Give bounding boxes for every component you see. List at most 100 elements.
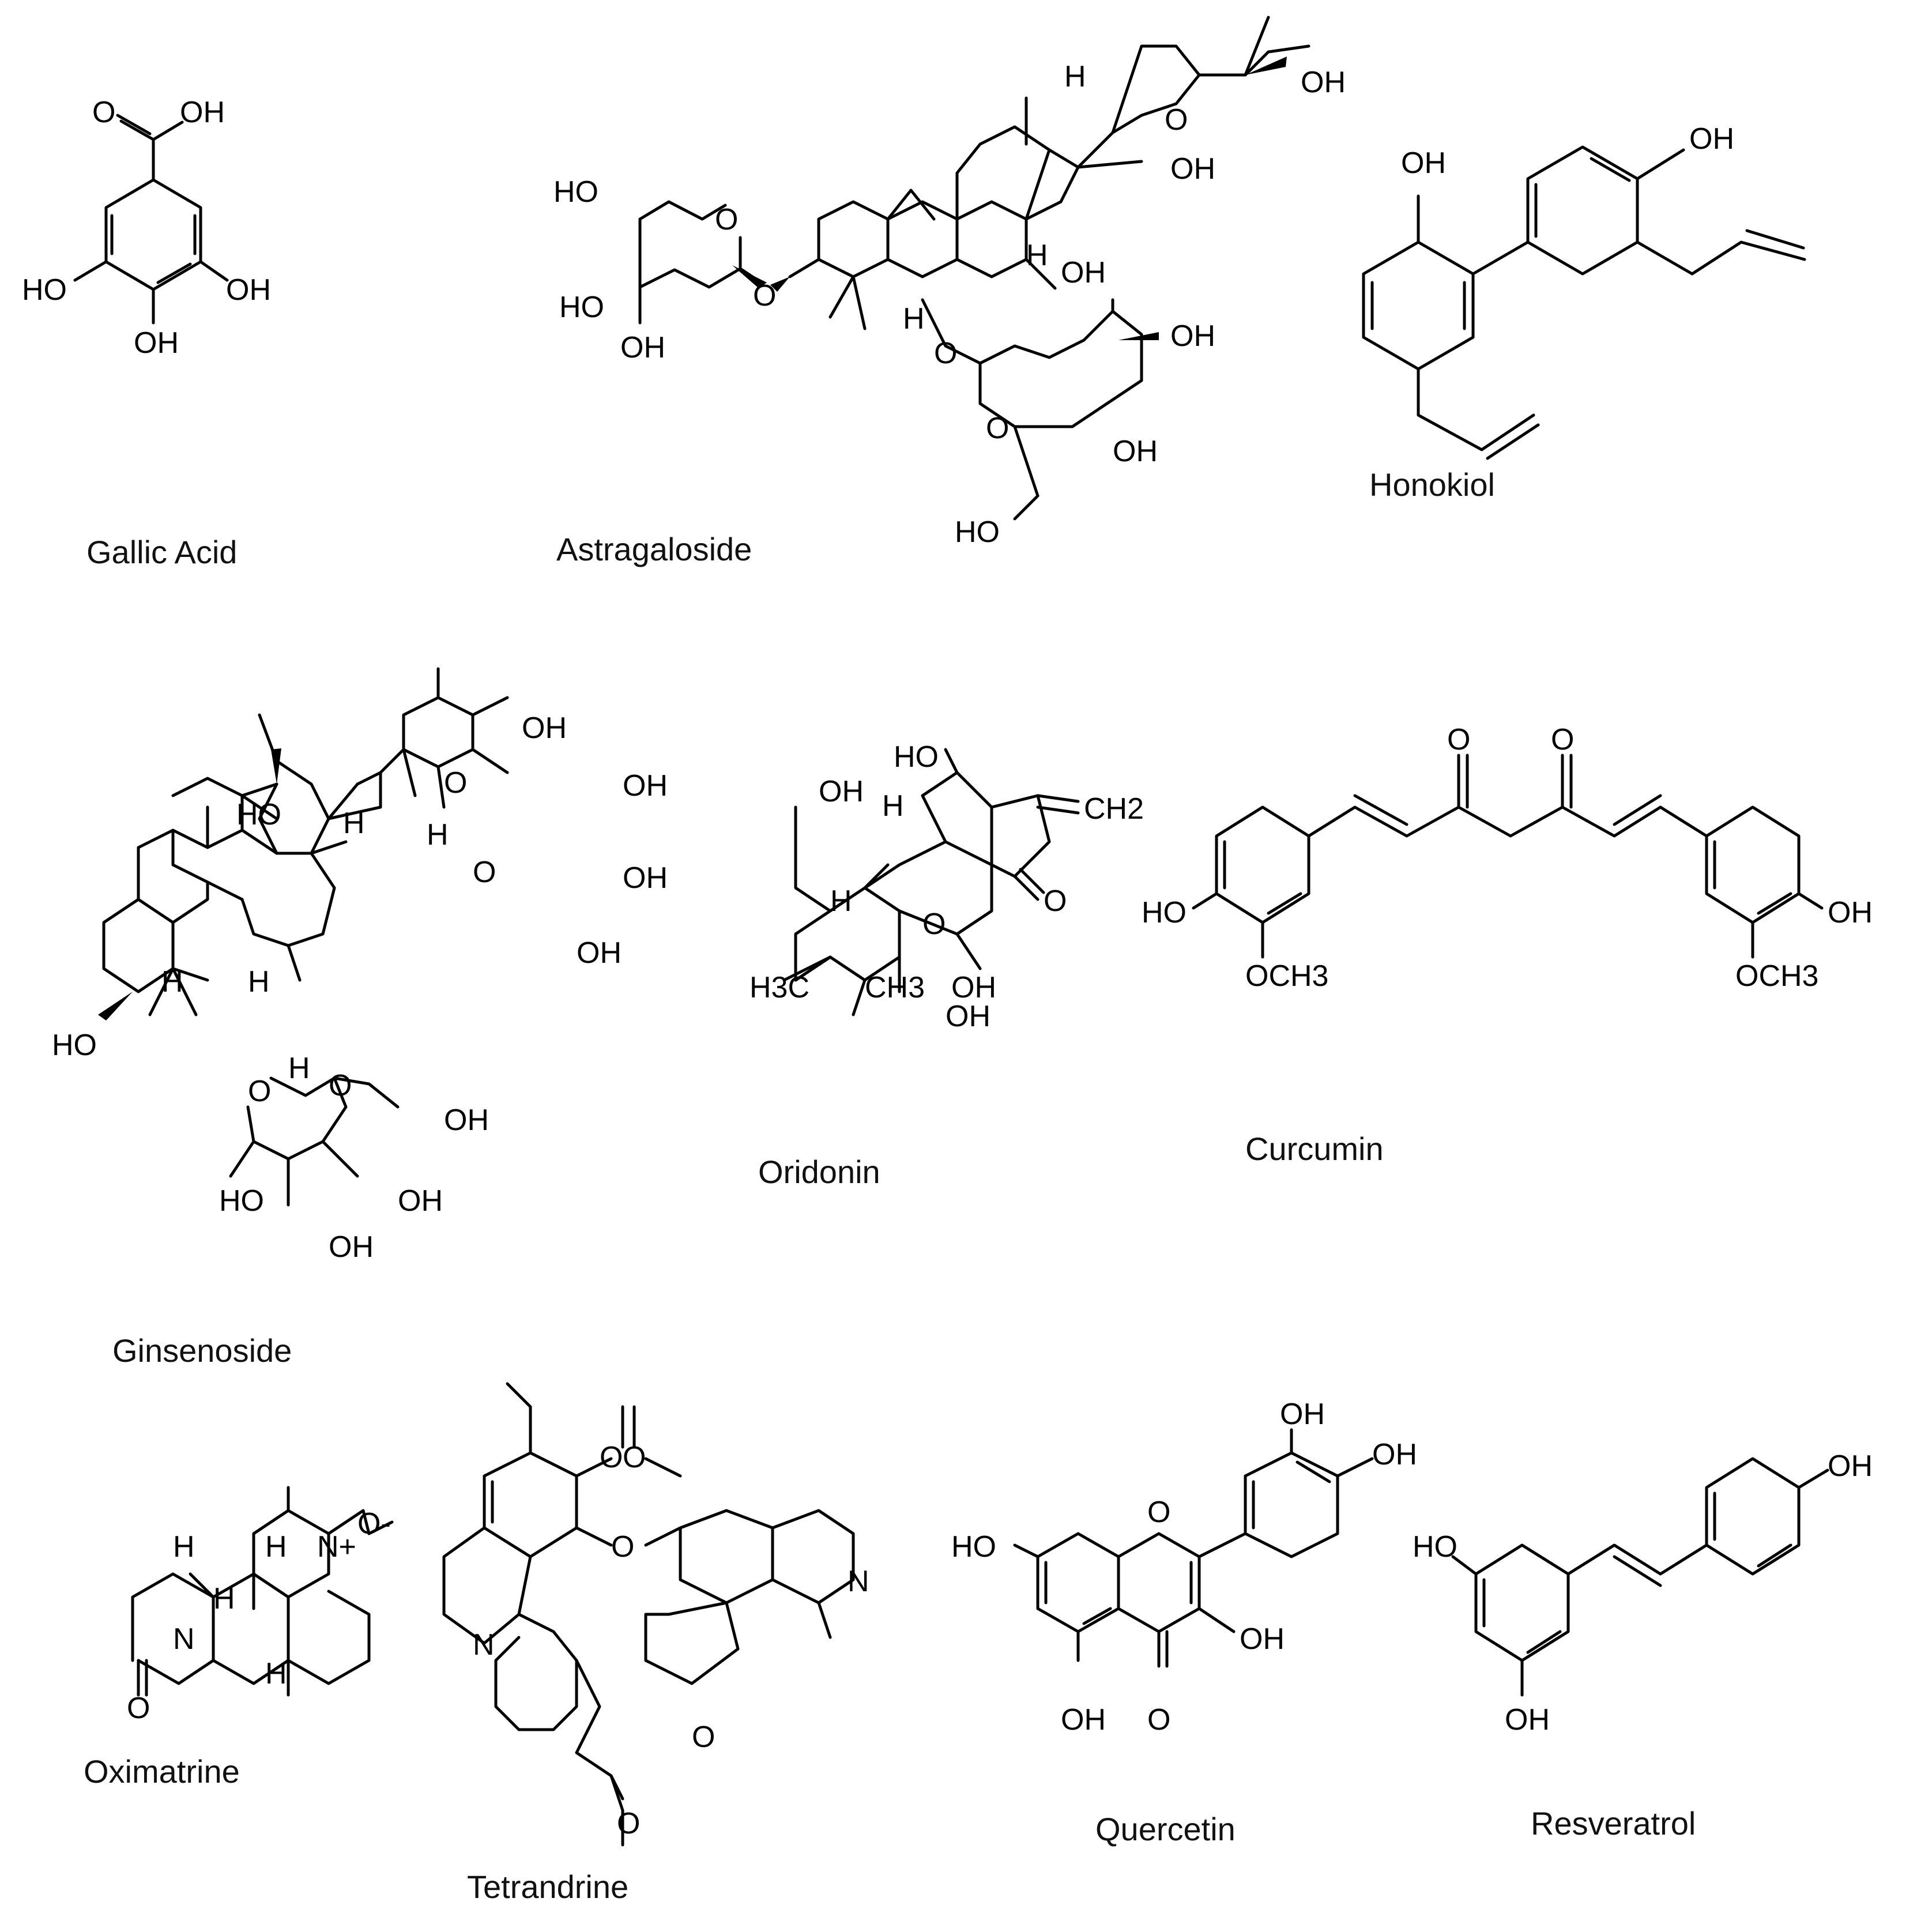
- label-O: O: [986, 412, 1009, 445]
- label-OH: OH: [623, 769, 668, 803]
- label-H: H: [1064, 60, 1086, 93]
- structure-tetrandrine: O O O N N O O: [442, 1382, 869, 1847]
- caption-oridonin: Oridonin: [758, 1154, 880, 1190]
- structure-gallic-acid: O OH HO OH OH: [22, 96, 271, 360]
- label-OH: OH: [1689, 122, 1734, 156]
- label-N: N: [848, 1565, 869, 1598]
- label-OH: OH: [226, 273, 271, 307]
- label-O: O: [1165, 103, 1188, 137]
- label-HO: HO: [1413, 1530, 1457, 1564]
- label-H: H: [288, 1052, 310, 1085]
- label-OH: OH: [946, 1000, 990, 1033]
- label-H: H: [173, 1530, 195, 1564]
- label-OH: OH: [951, 971, 996, 1004]
- label-H: H: [427, 818, 449, 852]
- label-HO: HO: [951, 1530, 996, 1564]
- label-OH: OH: [620, 331, 665, 364]
- label-OH: OH: [1061, 256, 1106, 289]
- label-HO: HO: [553, 175, 598, 209]
- label-OH: OH: [1301, 66, 1346, 99]
- label-HO: HO: [1142, 896, 1187, 929]
- label-O: O: [1147, 1703, 1170, 1737]
- label-O: O: [617, 1807, 640, 1840]
- label-O: O: [248, 1075, 271, 1108]
- label-OH: OH: [1828, 896, 1873, 929]
- label-OH: OH: [1061, 1703, 1106, 1737]
- caption-gallic-acid: Gallic Acid: [86, 534, 238, 570]
- label-H: H: [265, 1530, 287, 1564]
- label-O: O: [623, 1441, 646, 1474]
- caption-honokiol: Honokiol: [1369, 466, 1495, 503]
- label-H: H: [213, 1582, 235, 1615]
- label-OH: OH: [577, 936, 622, 970]
- structure-quercetin: O OH OH HO OH OH O: [951, 1398, 1417, 1737]
- label-OH: OH: [1170, 319, 1215, 353]
- label-OH: OH: [329, 1230, 374, 1264]
- label-H: H: [830, 884, 852, 918]
- label-HO: HO: [219, 1184, 264, 1218]
- label-O: O: [444, 766, 467, 800]
- caption-curcumin: Curcumin: [1245, 1131, 1384, 1167]
- label-OH: OH: [1401, 146, 1446, 180]
- structure-curcumin: O O HO OCH3 OH OCH3: [1142, 723, 1873, 993]
- label-HO: HO: [52, 1029, 97, 1062]
- label-O: O: [692, 1720, 715, 1754]
- label-O: O: [715, 203, 738, 236]
- label-OH: OH: [522, 711, 567, 745]
- label-O: O: [934, 337, 957, 370]
- label-HO: HO: [236, 798, 281, 831]
- label-OH: OH: [623, 861, 668, 895]
- label-H3C: H3C: [750, 971, 809, 1004]
- structure-honokiol: OH OH: [1362, 122, 1806, 460]
- label-HO: HO: [22, 273, 67, 307]
- label-OH: OH: [1505, 1703, 1550, 1737]
- structure-resveratrol: OH HO OH: [1413, 1449, 1873, 1737]
- caption-astragaloside: Astragaloside: [556, 531, 752, 567]
- caption-oximatrine: Oximatrine: [84, 1753, 240, 1790]
- structure-oximatrine: H H H N+ O- N H O: [127, 1486, 394, 1725]
- label-HO: HO: [955, 515, 1000, 549]
- label-OH: OH: [398, 1184, 443, 1218]
- label-O: O: [922, 907, 946, 941]
- label-CH3: CH3: [865, 971, 925, 1004]
- structure-astragaloside: HO O HO OH O H O OH OH O OH HO H H O OH …: [553, 16, 1346, 549]
- label-OCH3: OCH3: [1735, 959, 1818, 993]
- caption-ginsenoside: Ginsenoside: [112, 1332, 292, 1369]
- label-H: H: [903, 302, 925, 336]
- label-H: H: [248, 965, 270, 999]
- label-O: O: [1551, 723, 1574, 756]
- label-O: O: [473, 856, 496, 889]
- label-OH: OH: [180, 96, 225, 129]
- label-Ominus: O-: [357, 1507, 391, 1541]
- caption-quercetin: Quercetin: [1095, 1811, 1236, 1847]
- caption-tetrandrine: Tetrandrine: [467, 1869, 629, 1905]
- label-H: H: [882, 789, 904, 823]
- label-H: H: [265, 1657, 287, 1690]
- label-OH: OH: [1113, 435, 1158, 468]
- label-O: O: [1447, 723, 1470, 756]
- label-OH: OH: [1280, 1398, 1325, 1431]
- label-OH: OH: [1372, 1438, 1417, 1471]
- label-Nplus: N+: [317, 1530, 356, 1564]
- label-H: H: [161, 965, 183, 999]
- label-HO: HO: [894, 740, 939, 774]
- label-OH: OH: [134, 326, 179, 360]
- label-O: O: [329, 1069, 352, 1102]
- label-O: O: [1044, 884, 1067, 918]
- structure-oridonin: OH H HO CH2 O H O OH H3C CH3 OH: [750, 740, 1144, 1033]
- label-O: O: [1147, 1496, 1170, 1529]
- label-OCH3: OCH3: [1245, 959, 1328, 993]
- label-N: N: [173, 1622, 195, 1656]
- label-OH: OH: [819, 775, 864, 808]
- label-HO: HO: [559, 291, 604, 324]
- label-OH: OH: [1240, 1622, 1285, 1656]
- label-O: O: [92, 96, 115, 129]
- label-O: O: [753, 279, 776, 312]
- label-H: H: [343, 807, 365, 840]
- caption-resveratrol: Resveratrol: [1531, 1805, 1696, 1841]
- label-O: O: [600, 1441, 623, 1474]
- label-OH: OH: [444, 1104, 489, 1137]
- label-O: O: [127, 1692, 150, 1725]
